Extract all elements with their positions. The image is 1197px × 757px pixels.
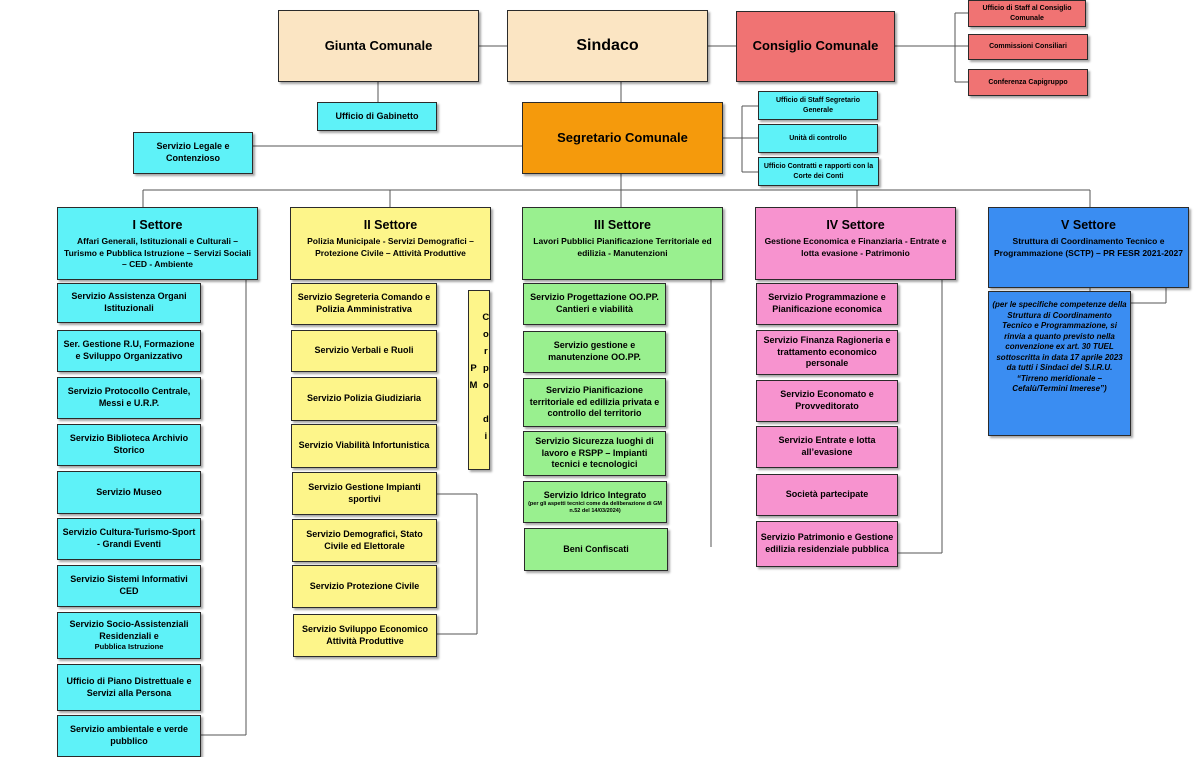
sector-2-service: Servizio Gestione Impianti sportivi — [292, 472, 437, 515]
sector-4-header: IV Settore Gestione Economica e Finanzia… — [755, 207, 956, 280]
sector-3-service: Beni Confiscati — [524, 528, 668, 571]
sector-1-service: Servizio Biblioteca Archivio Storico — [57, 424, 201, 466]
sector-1-service: Servizio Assistenza Organi Istituzionali — [57, 283, 201, 323]
sector-4-service: Servizio Patrimonio e Gestione edilizia … — [756, 521, 898, 567]
servizio-legale-box: Servizio Legale e Contenzioso — [133, 132, 253, 174]
sector-1-service: Servizio Protocollo Centrale, Messi e U.… — [57, 377, 201, 419]
sector-4-service: Servizio Economato e Provveditorato — [756, 380, 898, 422]
sector-3-service: Servizio Pianificazione territoriale ed … — [523, 378, 666, 427]
corpo-pm-box: Corpo di PM — [468, 290, 491, 470]
sector-1-service: Servizio ambientale e verde pubblico — [57, 715, 201, 757]
sector-1-service-sublabel: Pubblica Istruzione — [94, 642, 164, 652]
conferenza-capigruppo-box: Conferenza Capigruppo — [968, 69, 1088, 96]
sector-1-service: Servizio Sistemi Informativi CED — [57, 565, 201, 607]
sector-4-service: Società partecipate — [756, 474, 898, 516]
sindaco-box: Sindaco — [507, 10, 708, 82]
sector-2-service: Servizio Demografici, Stato Civile ed El… — [292, 519, 437, 562]
sector-3-header: III Settore Lavori Pubblici Pianificazio… — [522, 207, 723, 280]
sector-5-title: V Settore — [1061, 218, 1116, 232]
sector-3-service: Servizio Sicurezza luoghi di lavoro e RS… — [523, 431, 666, 476]
sector-2-title: II Settore — [363, 218, 418, 232]
sector-2-service: Servizio Protezione Civile — [292, 565, 437, 608]
sector-2-service: Servizio Segreteria Comando e Polizia Am… — [291, 283, 437, 325]
sector-2-header: II Settore Polizia Municipale - Servizi … — [290, 207, 491, 280]
staff-consiglio-box: Ufficio di Staff al Consiglio Comunale — [968, 0, 1086, 27]
sector-2-subtitle: Polizia Municipale - Servizi Demografici… — [307, 236, 474, 258]
sector-3-service-label: Servizio Idrico Integrato — [543, 489, 647, 500]
sector-4-service: Servizio Programmazione e Pianificazione… — [756, 283, 898, 325]
sector-1-service: Servizio Socio-Assistenziali Residenzial… — [57, 612, 201, 659]
consiglio-comunale-box: Consiglio Comunale — [736, 11, 895, 82]
sector-1-title: I Settore — [132, 218, 183, 232]
sector-1-service: Ufficio di Piano Distrettuale e Servizi … — [57, 664, 201, 711]
sector-1-service: Servizio Museo — [57, 471, 201, 514]
sector-1-service: Ser. Gestione R.U, Formazione e Sviluppo… — [57, 330, 201, 372]
sector-5-subtitle: Struttura di Coordinamento Tecnico e Pro… — [994, 236, 1183, 258]
sector-1-header: I Settore Affari Generali, Istituzionali… — [57, 207, 258, 280]
sector-3-title: III Settore — [594, 218, 651, 232]
ufficio-contratti-box: Ufficio Contratti e rapporti con la Cort… — [758, 157, 879, 186]
sector-5-note: (per le specifiche competenze della Stru… — [988, 291, 1131, 436]
giunta-comunale-box: Giunta Comunale — [278, 10, 479, 82]
staff-segretario-box: Ufficio di Staff Segretario Generale — [758, 91, 878, 120]
sector-2-service: Servizio Sviluppo Economico Attività Pro… — [293, 614, 437, 657]
sector-1-subtitle: Affari Generali, Istituzionali e Cultura… — [64, 236, 251, 270]
sector-5-header: V Settore Struttura di Coordinamento Tec… — [988, 207, 1189, 288]
sector-4-title: IV Settore — [826, 218, 885, 232]
sector-2-service: Servizio Polizia Giudiziaria — [291, 377, 437, 421]
sector-2-service: Servizio Verbali e Ruoli — [291, 330, 437, 372]
sector-4-subtitle: Gestione Economica e Finanziaria - Entra… — [764, 236, 947, 258]
sector-3-service: Servizio Idrico Integrato (per gli aspet… — [523, 481, 667, 523]
sector-1-service-label: Servizio Socio-Assistenziali Residenzial… — [69, 618, 189, 641]
commissioni-consiliari-box: Commissioni Consiliari — [968, 34, 1088, 60]
sector-3-service: Servizio gestione e manutenzione OO.PP. — [523, 331, 666, 373]
segretario-comunale-box: Segretario Comunale — [522, 102, 723, 174]
sector-2-service: Servizio Viabilità Infortunistica — [291, 424, 437, 468]
sector-4-service: Servizio Finanza Ragioneria e trattament… — [756, 330, 898, 375]
unita-controllo-box: Unità di controllo — [758, 124, 878, 153]
sector-1-service: Servizio Cultura-Turismo-Sport - Grandi … — [57, 518, 201, 560]
sector-3-subtitle: Lavori Pubblici Pianificazione Territori… — [533, 236, 712, 258]
sector-3-service-note: (per gli aspetti tecnici come da deliber… — [528, 501, 662, 514]
ufficio-gabinetto-box: Ufficio di Gabinetto — [317, 102, 437, 131]
sector-3-service: Servizio Progettazione OO.PP. Cantieri e… — [523, 283, 666, 325]
sector-4-service: Servizio Entrate e lotta all’evasione — [756, 426, 898, 468]
